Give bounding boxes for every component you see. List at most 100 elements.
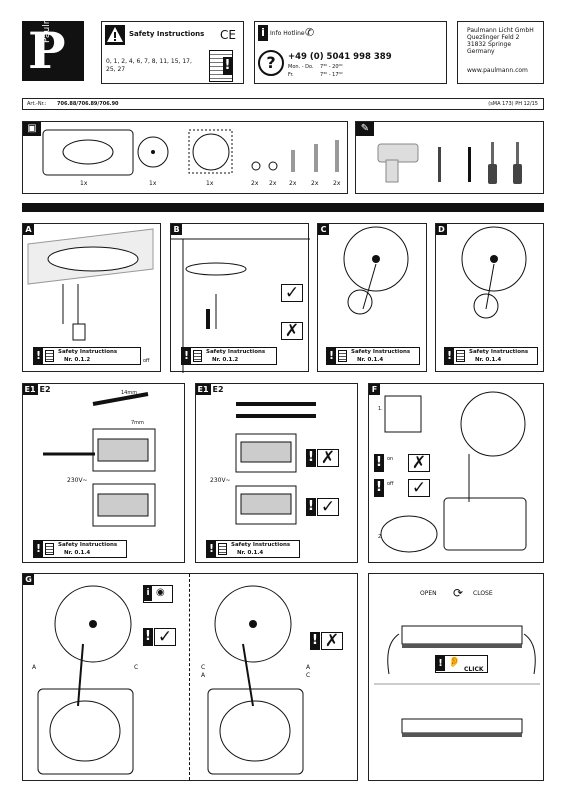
panel-e-right-safety-label: ! Safety Instructions Nr. 0.1.4 xyxy=(206,540,300,558)
rotate-arrow-icon: ⟳ xyxy=(453,586,464,600)
click-badge: ! 👂 CLICK xyxy=(435,655,488,673)
panel-b-illustration xyxy=(171,238,310,373)
voltage-label: 230V~ xyxy=(210,477,231,484)
correct-check-box: ✓ xyxy=(281,284,303,302)
panel-c-safety-text: Safety Instructions xyxy=(351,349,411,355)
screwdriver-icon: ✎ xyxy=(356,122,374,136)
panel-e-right-safety-text: Safety Instructions xyxy=(231,542,291,548)
article-numbers: 706.88/706.89/706.90 xyxy=(57,101,119,107)
panel-b-safety-label: ! Safety Instructions Nr. 0.1.2 xyxy=(181,347,277,365)
open-label: OPEN xyxy=(420,590,437,597)
panel-c-illustration xyxy=(343,226,409,315)
panel-c-safety-label: ! Safety Instructions Nr. 0.1.4 xyxy=(326,347,420,365)
panel-g: G A C C A A C i ◉ ! ✓ ! ✗ xyxy=(22,573,358,781)
warning-triangle-glyph xyxy=(107,27,123,42)
open-close-illustration xyxy=(374,625,540,737)
company-street: Quezlinger Feld 2 xyxy=(467,34,520,41)
step-2-label: 2. xyxy=(378,534,383,540)
tools-box: ✎ xyxy=(355,121,544,194)
warning-exclamation-icon: ! xyxy=(445,348,454,364)
label-a: A xyxy=(306,664,311,671)
warning-triangle-icon xyxy=(105,25,125,45)
off-label: off xyxy=(387,481,394,487)
dim-7mm: 7mm xyxy=(131,420,144,426)
ce-mark: CE xyxy=(220,28,236,42)
logo-brand: Paulmann xyxy=(42,0,52,43)
manual-icon xyxy=(45,350,54,362)
panel-g-illustration xyxy=(37,585,304,775)
panel-d: D ! Safety Instructions Nr. 0.1.4 xyxy=(435,223,544,372)
part-count-3: 1x xyxy=(206,180,214,187)
panel-c-safety-nr: Nr. 0.1.4 xyxy=(357,357,384,363)
hours-time-2: 7³⁰ - 17⁰⁰ xyxy=(320,72,343,78)
languages-line-2: 25, 27 xyxy=(106,66,126,73)
panel-c: C ! Safety Instructions Nr. 0.1.4 xyxy=(317,223,427,372)
article-bar: Art.-Nr.: 706.88/706.89/706.90 (sMA 173)… xyxy=(22,98,544,110)
voltage-label: 230V~ xyxy=(67,477,88,484)
company-name: Paulmann Licht GmbH xyxy=(467,27,534,34)
tools-illustration xyxy=(377,142,522,184)
panel-e1-letter: E1 xyxy=(196,384,210,395)
label-c: C xyxy=(134,664,139,671)
panel-d-safety-label: ! Safety Instructions Nr. 0.1.4 xyxy=(444,347,538,365)
label-c: C xyxy=(201,664,206,671)
warning-exclamation-icon: ! xyxy=(374,479,384,497)
warning-exclamation-icon: ! xyxy=(310,632,320,650)
box-icon: ▣ xyxy=(23,122,41,136)
panel-a-letter: A xyxy=(23,224,34,235)
warning-exclamation-icon: ! xyxy=(143,628,153,646)
panel-e-left-illustration xyxy=(43,392,156,527)
warning-exclamation-icon: ! xyxy=(306,498,316,516)
company-country: Germany xyxy=(467,48,495,55)
open-close-panel: OPEN ⟳ CLOSE ! 👂 CLICK xyxy=(368,573,544,781)
info-eye-icon: i ◉ xyxy=(143,585,173,603)
wrong-cross-box: ✗ xyxy=(281,322,303,340)
manual-icon xyxy=(45,543,54,555)
panel-a-safety-text: Safety Instructions xyxy=(58,349,118,355)
panel-b: B ✓ ✗ ! Safety Instructions Nr. 0.1.2 xyxy=(170,223,310,373)
company-city: 31832 Springe xyxy=(467,41,512,48)
off-switch-row: ! off ✓ xyxy=(374,479,449,497)
manual-icon xyxy=(456,350,465,362)
correct-check-box: ✓ xyxy=(317,498,339,516)
hours-days-1: Mon. - Do. xyxy=(288,64,314,70)
dashed-divider xyxy=(189,574,190,780)
on-switch-row: ! on ✗ xyxy=(374,454,449,472)
company-website[interactable]: www.paulmann.com xyxy=(467,67,528,74)
off-label: off xyxy=(143,358,150,364)
warning-exclamation-icon: ! xyxy=(34,348,43,364)
panel-d-letter: D xyxy=(436,224,447,235)
wrong-cross-box: ✗ xyxy=(321,632,343,650)
ear-icon: 👂 xyxy=(448,657,461,668)
panel-g-letter: G xyxy=(23,574,34,585)
panel-d-safety-nr: Nr. 0.1.4 xyxy=(475,357,502,363)
hotline-label: Info Hotline xyxy=(270,30,305,37)
hotline-box: i Info Hotline ✆ ? +49 (0) 5041 998 389 … xyxy=(254,21,447,84)
part-count-2: 1x xyxy=(149,180,157,187)
panel-d-safety-text: Safety Instructions xyxy=(469,349,529,355)
phone-number: +49 (0) 5041 998 389 xyxy=(288,52,392,62)
company-box: Paulmann Licht GmbH Quezlinger Feld 2 31… xyxy=(457,21,544,84)
part-count-7: 2x xyxy=(311,180,319,187)
panel-e-right-safety-nr: Nr. 0.1.4 xyxy=(237,550,264,556)
label-a: A xyxy=(201,672,206,679)
warning-exclamation-icon: ! xyxy=(182,348,191,364)
article-ref: (sMA 173) PH 12/15 xyxy=(488,101,538,107)
section-divider xyxy=(22,203,544,212)
panel-e-left: E1 E2 14mm 7mm 230V~ ! Safety Instructio… xyxy=(22,383,185,563)
info-icon: i xyxy=(258,25,268,41)
panel-e-left-safety-text: Safety Instructions xyxy=(58,542,118,548)
parts-illustration xyxy=(42,129,339,176)
panel-c-letter: C xyxy=(318,224,329,235)
panel-e-right: E1 E2 230V~ ! ✗ ! ✓ ! Safety Instruction… xyxy=(195,383,358,563)
hours-days-2: Fr. xyxy=(288,72,294,78)
part-count-5: 2x xyxy=(269,180,277,187)
wrong-cross-box: ✗ xyxy=(317,449,339,467)
manual-icon xyxy=(338,350,347,362)
panel-f-letter: F xyxy=(369,384,380,395)
part-count-6: 2x xyxy=(289,180,297,187)
panel-a-safety-label: ! Safety Instructions Nr. 0.1.2 xyxy=(33,347,141,365)
languages-line-1: 0, 1, 2, 4, 6, 7, 8, 11, 15, 17, xyxy=(106,58,192,65)
close-label: CLOSE xyxy=(473,590,493,597)
click-label: CLICK xyxy=(464,666,484,673)
